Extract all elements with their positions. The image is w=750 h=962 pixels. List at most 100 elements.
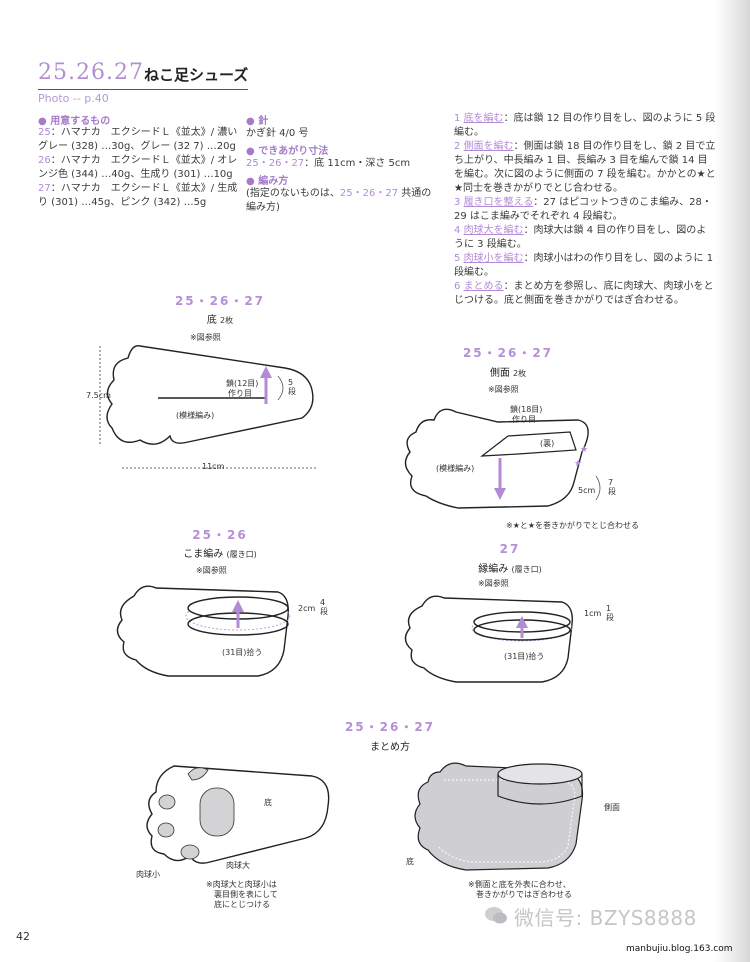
method-text-b: 共通の編み方) xyxy=(246,188,432,213)
finish-side-label: 側面 xyxy=(604,803,620,812)
side-star-1: ★ xyxy=(580,445,588,455)
pattern-number: 25.26.27 xyxy=(38,60,144,85)
step-label: 底を編む xyxy=(463,113,504,124)
edge-pickup-label: (31目)拾う xyxy=(504,652,545,661)
side-back-label: (裏) xyxy=(540,439,555,448)
finish-note-b-line: ※側面と底を外表に合わせ、 xyxy=(468,880,571,889)
step-3: 3 履き口を整える：27 はピコットつきのこま編み、28・29 はこま編みでそれ… xyxy=(454,196,716,224)
sole-width-label: 11cm xyxy=(202,462,225,471)
edge-name: 縁編み xyxy=(478,564,509,575)
sc-height-label: 2cm xyxy=(298,604,316,613)
steps-list: 1 底を編む：底は鎖 12 目の作り目をし、図のように 5 段編む。 2 側面を… xyxy=(454,112,716,308)
sole-chain-label-2: 作り目 xyxy=(228,389,252,398)
step-label: 肉球大を編む xyxy=(463,225,524,236)
sole-outline xyxy=(106,345,314,445)
pad-small-1 xyxy=(187,767,209,781)
edge-diagram xyxy=(404,595,573,683)
pad-large xyxy=(199,787,235,837)
pad-small-4 xyxy=(180,844,200,860)
step-4: 4 肉球大を編む：肉球大は鎖 4 目の作り目をし、図のように 3 段編む。 xyxy=(454,224,716,252)
side-chain-label: 鎖(18目) xyxy=(510,405,543,414)
step-text: ：肉球小はわの作り目をし、図のように 1 段編む。 xyxy=(454,253,714,278)
step-6: 6 まとめる：まとめ方を参照し、底に肉球大、肉球小をとじつける。底と側面を巻きか… xyxy=(454,280,716,308)
size-text: 25・26・27：底 11cm・深さ 5cm xyxy=(246,157,436,171)
side-chain-label-2: 作り目 xyxy=(512,415,536,424)
finish-note-a-line: 底にとじつける xyxy=(214,900,270,909)
edge-rows-label: 1段 xyxy=(606,604,614,622)
step-2: 2 側面を編む：側面は鎖 18 目の作り目をし、鎖 2 目で立ち上がり、中長編み… xyxy=(454,140,716,196)
blog-url: manbujiu.blog.163.com xyxy=(626,944,733,954)
side-rows-label: 7段 xyxy=(608,478,616,496)
step-label: まとめる xyxy=(463,281,504,292)
edge-ref: ※図参照 xyxy=(478,579,509,588)
title-underline xyxy=(38,89,248,90)
finish-small-pad-label: 肉球小 xyxy=(136,870,160,879)
size-numbers: 25・26・27 xyxy=(246,158,305,169)
sole-pattern-label: (模様編み) xyxy=(176,411,215,420)
sole-rows-bracket xyxy=(277,375,284,401)
step-text: ：まとめ方を参照し、底に肉球大、肉球小をとじつける。底と側面を巻きかがりではぎ合… xyxy=(454,281,714,306)
size-heading: ● できあがり寸法 xyxy=(246,146,329,157)
side-ref: ※図参照 xyxy=(488,385,519,394)
finish-sole-label: 底 xyxy=(264,798,272,807)
material-27-text: ：ハマナカ エクシードＬ《並太》/ 生成り (301) …45g、ピンク (34… xyxy=(38,183,238,208)
side-count: 2枚 xyxy=(513,369,527,378)
sc-diagram xyxy=(116,585,291,677)
finish-sole-outline xyxy=(146,765,330,864)
edge-height-label: 1cm xyxy=(584,609,602,618)
material-25-text: ：ハマナカ エクシードＬ《並太》/ 濃いグレー (328) …30g、グレー (… xyxy=(38,127,238,152)
finish-seam xyxy=(437,779,576,863)
side-star-2: ★ xyxy=(574,459,582,469)
step-text: ：27 はピコットつきのこま編み、28・29 はこま編みでそれぞれ 4 段編む。 xyxy=(454,197,712,222)
pad-small-2 xyxy=(158,794,176,810)
sole-chain-label: 鎖(12目) xyxy=(226,379,259,388)
step-number: 3 xyxy=(454,197,461,208)
edge-diagram-title: 27 xyxy=(499,542,521,556)
materials-list: 25：ハマナカ エクシードＬ《並太》/ 濃いグレー (328) …30g、グレー… xyxy=(38,126,238,210)
sole-height-label: 7.5cm xyxy=(86,391,111,400)
side-diagram: ★ ★ xyxy=(404,408,601,509)
finish-shoe-diagram xyxy=(414,762,584,871)
finish-sole2-label: 底 xyxy=(406,857,414,866)
wechat-icon xyxy=(485,907,507,924)
finish-opening-wall xyxy=(497,774,583,805)
side-inner-flap xyxy=(480,431,577,457)
finish-note-b: ※側面と底を外表に合わせ、 巻きかがりではぎ合わせる xyxy=(468,880,572,900)
material-26-text: ：ハマナカ エクシードＬ《並太》/ オレンジ色 (344) …40g、生成り (… xyxy=(38,155,238,180)
sole-diagram xyxy=(99,345,318,469)
finish-diagram-name: まとめ方 xyxy=(370,742,410,753)
material-27: 27：ハマナカ エクシードＬ《並太》/ 生成り (301) …45g、ピンク (… xyxy=(38,182,238,210)
sole-name: 底 xyxy=(206,315,217,326)
edge-diagram-name: 縁編み (履き口) xyxy=(440,560,580,575)
sole-count: 2枚 xyxy=(220,316,234,325)
step-number: 1 xyxy=(454,113,461,124)
edge-arrow-head xyxy=(516,616,528,628)
spec-column: ● 針 かぎ針 4/0 号 ● できあがり寸法 25・26・27：底 11cm・… xyxy=(246,112,436,215)
page-gutter-shadow xyxy=(714,0,750,962)
method-text-a: (指定のないものは、 xyxy=(246,188,340,199)
finish-note-a: ※肉球大と肉球小は 裏目側を表にして 底にとじつける xyxy=(206,880,278,910)
finish-diagram-title: 25・26・27 xyxy=(344,720,436,734)
finish-big-pad-label: 肉球大 xyxy=(226,861,250,870)
step-text: ：側面は鎖 18 目の作り目をし、鎖 2 目で立ち上がり、中長編み 1 目、長編… xyxy=(454,141,716,194)
finish-note-b-line: 巻きかがりではぎ合わせる xyxy=(476,890,572,899)
step-label: 肉球小を編む xyxy=(463,253,524,264)
sc-pickup-label: (31目)拾う xyxy=(222,648,263,657)
step-number: 6 xyxy=(454,281,461,292)
method-text: (指定のないものは、25・26・27 共通の編み方) xyxy=(246,187,436,215)
side-rows-bracket xyxy=(595,475,601,501)
step-1: 1 底を編む：底は鎖 12 目の作り目をし、図のように 5 段編む。 xyxy=(454,112,716,140)
wechat-id: 微信号: BZYS8888 xyxy=(514,906,697,930)
side-note: ※★と★を巻きかがりでとじ合わせる xyxy=(506,521,640,530)
edge-sub: (履き口) xyxy=(511,565,542,574)
material-27-label: 27 xyxy=(38,183,51,194)
method-heading: ● 編み方 xyxy=(246,176,289,187)
page-number: 42 xyxy=(16,930,30,943)
side-depth-label: 5cm xyxy=(578,486,596,495)
sc-name: こま編み xyxy=(183,549,224,560)
step-text: ：肉球大は鎖 4 目の作り目をし、図のように 3 段編む。 xyxy=(454,225,707,250)
size-value: ：底 11cm・深さ 5cm xyxy=(304,158,411,169)
material-25-label: 25 xyxy=(38,127,51,138)
watermark: 微信号: BZYS8888 xyxy=(484,900,714,930)
sc-rows-label: 4段 xyxy=(320,598,328,616)
